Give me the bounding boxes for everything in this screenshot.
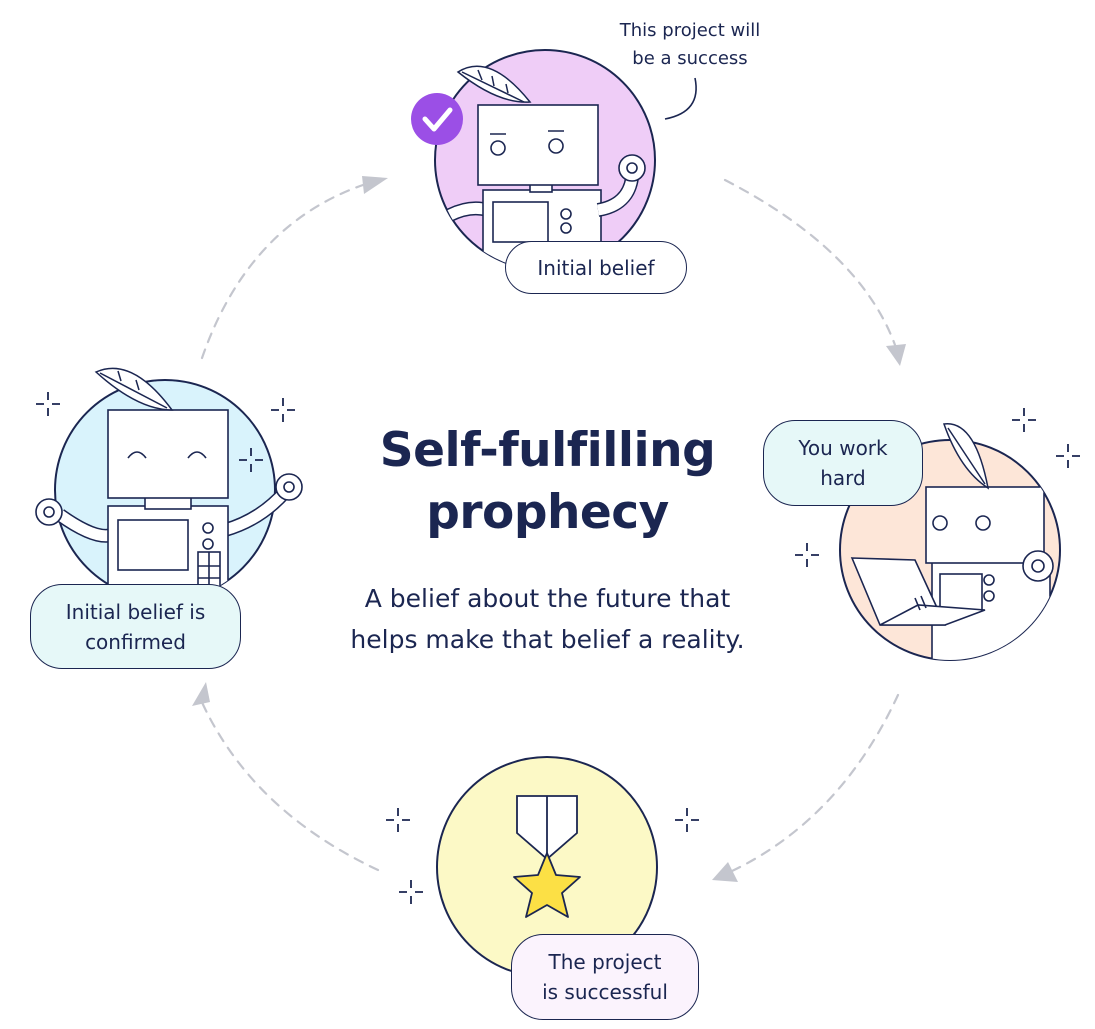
robot-icon xyxy=(925,486,1054,660)
step-confirmed xyxy=(35,367,303,601)
arrow-right-to-bottom xyxy=(728,693,900,874)
confirmed-line-2: confirmed xyxy=(85,629,186,654)
successful-line-1: The project xyxy=(548,950,662,974)
initial-belief-pill: Initial belief xyxy=(505,241,687,294)
feather-icon xyxy=(942,423,990,490)
title-line-1: Self-fulfilling xyxy=(379,423,716,478)
subtitle-line-1: A belief about the future that xyxy=(364,584,731,613)
robot-icon xyxy=(446,104,646,270)
arrow-icon xyxy=(192,176,906,882)
work-hard-line-1: You work xyxy=(798,436,888,460)
confirmed-line-1: Initial belief is xyxy=(65,599,206,624)
initial-belief-label: Initial belief xyxy=(537,255,655,280)
subtitle-line-2: helps make that belief a reality. xyxy=(350,625,745,654)
robot-icon xyxy=(35,409,303,600)
arrow-left-to-top xyxy=(200,180,374,360)
confirmed-pill: Initial belief is confirmed xyxy=(30,584,241,669)
speech-bubble: This project will be a success xyxy=(595,17,785,73)
speech-line-1: This project will xyxy=(619,20,761,41)
step-initial-belief xyxy=(411,49,697,271)
speech-tail xyxy=(664,77,697,120)
medal-icon xyxy=(513,795,581,918)
flow-arrows xyxy=(198,178,900,874)
diagram-title: Self-fulfilling prophecy xyxy=(300,420,795,544)
successful-pill: The project is successful xyxy=(511,934,699,1020)
successful-line-2: is successful xyxy=(542,980,668,1004)
feather-icon xyxy=(94,367,174,411)
work-hard-pill: You work hard xyxy=(763,420,923,506)
check-badge-icon xyxy=(411,93,463,145)
title-line-2: prophecy xyxy=(426,485,669,540)
feather-icon xyxy=(456,65,532,103)
work-hard-line-2: hard xyxy=(820,466,866,490)
arrow-top-to-right xyxy=(723,178,897,347)
sparkle-icon xyxy=(36,392,1080,904)
laptop-icon xyxy=(850,557,986,626)
diagram-subtitle: A belief about the future that helps mak… xyxy=(300,578,795,660)
speech-line-2: be a success xyxy=(632,48,748,69)
arrow-bottom-to-left xyxy=(198,696,380,872)
